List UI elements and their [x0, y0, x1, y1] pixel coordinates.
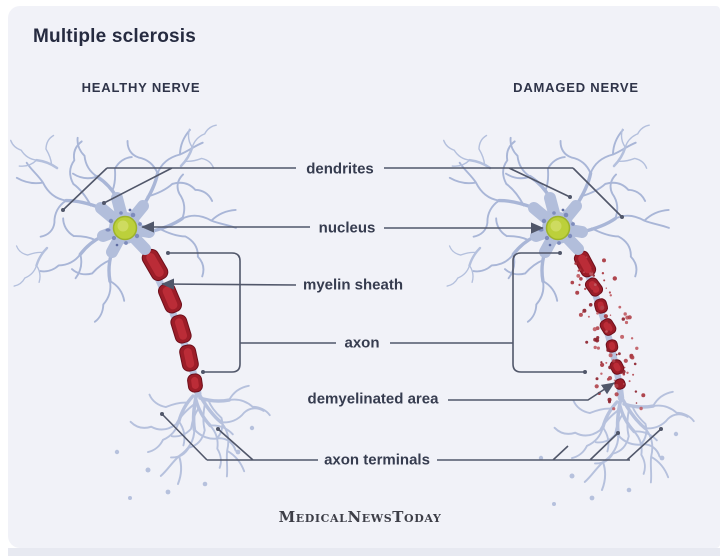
label-myelin-sheath: myelin sheath — [302, 276, 404, 294]
damaged-neuron — [430, 104, 704, 506]
label-axon: axon — [344, 334, 380, 352]
brand-logo: MedicalNewsToday — [278, 508, 442, 526]
column-header-damaged: DAMAGED NERVE — [513, 80, 639, 95]
panel-bottom-edge — [8, 548, 720, 556]
label-demyelinated-area: demyelinated area — [307, 390, 439, 408]
label-axon-terminals: axon terminals — [324, 451, 430, 469]
diagram-panel — [8, 6, 720, 548]
healthy-cell-body — [0, 104, 240, 329]
page-title: Multiple sclerosis — [33, 26, 197, 47]
damaged-cell-body — [430, 104, 673, 329]
column-header-healthy: HEALTHY NERVE — [81, 80, 201, 95]
healthy-neuron — [0, 104, 281, 500]
healthy-myelin-sheath — [141, 248, 203, 393]
label-nucleus: nucleus — [318, 219, 376, 237]
demyelination-debris — [570, 256, 646, 411]
label-dendrites: dendrites — [306, 160, 374, 178]
label-connectors — [61, 167, 663, 461]
